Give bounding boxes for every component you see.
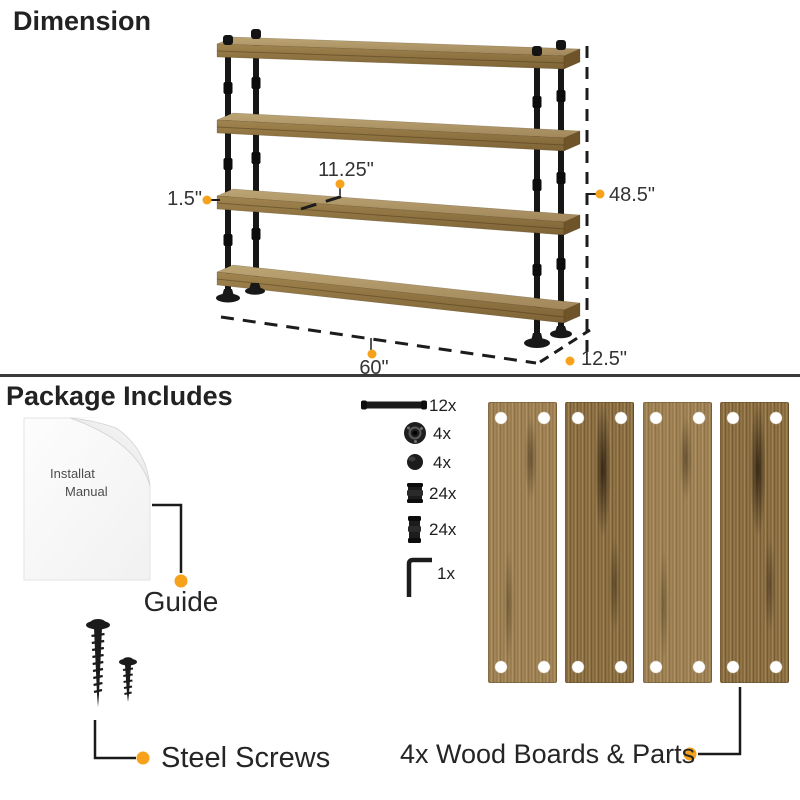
manual-icon [23,417,151,581]
shelf-boards [216,36,581,324]
dim-label-shelf-depth: 11.25" [318,159,374,181]
steel-screws-connector-line [93,720,150,765]
qty-end-cap: 4x [433,453,451,472]
dim-label-height: 48.5" [609,184,656,206]
screw-icons [86,619,137,707]
short-connector-icon [407,483,423,503]
pipe-legs [223,31,566,342]
guide-connector-line [152,503,188,588]
manual-text-line2: Manual [65,484,108,499]
pipe-icon [361,400,427,410]
package-section-title: Package Includes [6,381,233,411]
shelf-depth-dimension-line [300,194,344,211]
dimension-marker-dots [202,179,605,366]
qty-pipe: 12x [429,396,457,415]
allen-key-icon [406,557,432,597]
dim-label-width: 60" [359,357,389,379]
section-divider [0,374,800,377]
shelf-dimension-diagram [202,29,605,366]
flange-feet [216,283,572,348]
wood-board-1 [488,402,557,683]
guide-label: Guide [143,586,219,617]
package-graphics [23,400,742,765]
manual-text-line1: Installat [50,466,95,481]
dimension-lines [209,46,598,365]
depth-dimension-line [539,328,591,364]
boards-connector-line [683,687,742,761]
wood-board-4 [720,402,789,683]
wood-board-3 [643,402,712,683]
width-dimension-line [220,315,537,365]
long-connector-icon [408,516,421,543]
floor-flange-icon [404,422,426,444]
qty-short-connector: 24x [429,484,457,503]
qty-allen-key: 1x [437,564,455,583]
hardware-icons [361,400,432,597]
dim-label-depth: 12.5" [581,348,628,370]
qty-floor-flange: 4x [433,424,451,443]
end-cap-icon [407,454,423,470]
wood-board-2 [565,402,634,683]
dim-label-board-thickness: 1.5" [167,188,202,210]
pipe-top-caps [223,29,566,56]
steel-screws-label: Steel Screws [161,742,331,774]
qty-long-connector: 24x [429,520,457,539]
dimension-section-title: Dimension [13,6,152,36]
wood-boards-label: 4x Wood Boards & Parts [400,739,696,769]
